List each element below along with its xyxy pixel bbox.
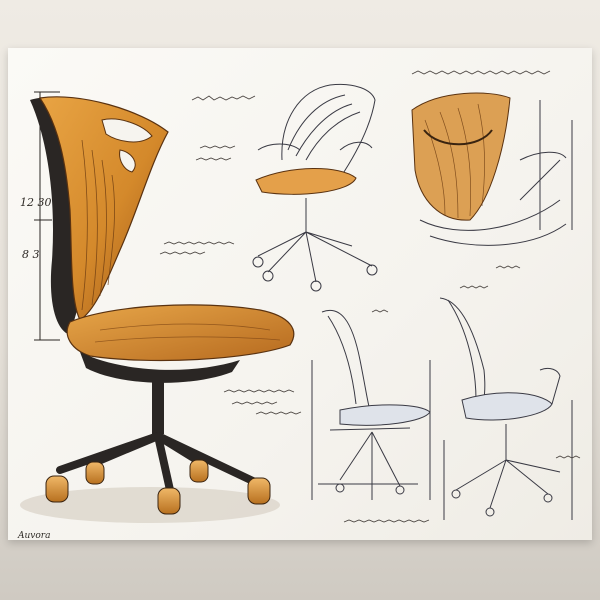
handwritten-annotations [159, 70, 581, 523]
main-chair-render [20, 91, 295, 523]
seat-lines [94, 323, 281, 343]
backrest-shell [38, 96, 169, 321]
dimension-lines [34, 91, 60, 341]
dim-height-mid: 8 3 [22, 248, 40, 261]
base-star [56, 432, 259, 494]
dim-height-top: 12 30 [20, 196, 52, 209]
back-slot [119, 149, 136, 173]
sketch-chair-top-center [252, 83, 378, 292]
seat-mechanism [80, 352, 240, 383]
gas-lift [152, 372, 164, 434]
artist-signature: Auvora [17, 531, 50, 541]
handle-cutout [101, 118, 153, 143]
casters [45, 459, 271, 515]
sketch-chair-top-right [411, 92, 573, 246]
seat-cushion [66, 304, 295, 362]
floor-shadow [20, 487, 280, 523]
sketch-chair-bottom-right [439, 297, 573, 520]
backrest-slats [81, 139, 115, 311]
sketch-chair-bottom-center [311, 309, 431, 500]
